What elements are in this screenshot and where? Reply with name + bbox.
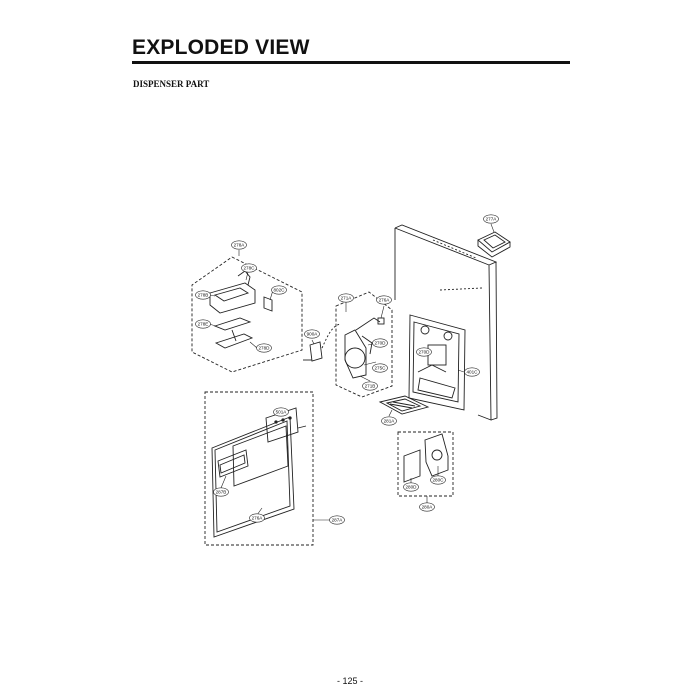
page-title: EXPLODED VIEW bbox=[132, 36, 310, 59]
svg-text:278B: 278B bbox=[198, 293, 209, 298]
svg-text:271B: 271B bbox=[365, 384, 376, 389]
svg-text:802C: 802C bbox=[274, 288, 286, 293]
part-label-278a: 278A bbox=[231, 240, 247, 250]
group-278a-outline bbox=[191, 256, 303, 373]
group-271a-parts bbox=[344, 317, 385, 379]
part-label-501a: 501A bbox=[273, 407, 289, 417]
part-label-271a: 271A bbox=[338, 293, 354, 303]
part-label-278b: 278B bbox=[195, 290, 211, 300]
svg-text:900A: 900A bbox=[307, 332, 319, 337]
svg-text:277A: 277A bbox=[486, 217, 498, 222]
svg-text:280D: 280D bbox=[406, 485, 418, 490]
svg-text:280A: 280A bbox=[422, 505, 434, 510]
part-label-281a: 281A bbox=[381, 416, 397, 426]
part-label-276a: 276A bbox=[249, 513, 265, 523]
svg-text:287A: 287A bbox=[332, 518, 344, 523]
title-rule bbox=[132, 61, 570, 64]
svg-text:276A: 276A bbox=[252, 516, 264, 521]
page-number: - 125 - bbox=[336, 676, 363, 686]
part-label-275c: 275C bbox=[372, 363, 388, 373]
group-278a-parts bbox=[209, 270, 273, 349]
part-label-271b: 271B bbox=[362, 381, 378, 391]
svg-text:501A: 501A bbox=[276, 410, 288, 415]
part-label-280c: 280C bbox=[430, 475, 446, 485]
svg-text:287B: 287B bbox=[216, 490, 227, 495]
svg-text:280C: 280C bbox=[433, 478, 445, 483]
door-panel bbox=[394, 224, 498, 421]
part-label-278e: 278E bbox=[195, 319, 211, 329]
dispenser-housing bbox=[408, 314, 466, 411]
svg-text:278D: 278D bbox=[259, 346, 271, 351]
part-label-280d: 280D bbox=[403, 482, 419, 492]
part-label-278d: 278D bbox=[256, 343, 272, 353]
svg-text:401C: 401C bbox=[467, 370, 479, 375]
part-label-276a: 276A bbox=[376, 295, 392, 305]
group-280a-parts bbox=[403, 433, 449, 483]
svg-text:270D: 270D bbox=[375, 341, 387, 346]
part-label-287a: 287A bbox=[329, 515, 345, 525]
group-287a-outline bbox=[204, 391, 314, 546]
svg-text:278A: 278A bbox=[234, 243, 246, 248]
part-label-270d: 270D bbox=[416, 347, 432, 357]
group-280a-outline bbox=[397, 431, 454, 497]
svg-text:275C: 275C bbox=[375, 366, 387, 371]
part-label-278c: 278C bbox=[241, 263, 257, 273]
svg-text:276A: 276A bbox=[379, 298, 391, 303]
group-271a-outline bbox=[335, 291, 393, 398]
part-label-287b: 287B bbox=[213, 487, 229, 497]
part-label-277a: 277A bbox=[483, 214, 499, 224]
part-label-900a: 900A bbox=[304, 329, 320, 339]
part-labels: 277A 278A 278C 802C 278B 278E 278D 271A 276A 900A… bbox=[195, 214, 499, 525]
svg-text:281A: 281A bbox=[384, 419, 396, 424]
svg-text:278E: 278E bbox=[198, 322, 209, 327]
svg-text:271A: 271A bbox=[341, 296, 353, 301]
part-label-270d: 270D bbox=[372, 338, 388, 348]
part-277a bbox=[477, 231, 511, 258]
front-cover bbox=[211, 407, 307, 538]
part-label-401c: 401C bbox=[464, 367, 480, 377]
part-281a-tray bbox=[378, 395, 430, 415]
part-900a bbox=[303, 323, 341, 362]
part-label-802c: 802C bbox=[271, 285, 287, 295]
svg-text:270D: 270D bbox=[419, 350, 431, 355]
part-label-280a: 280A bbox=[419, 502, 435, 512]
svg-text:278C: 278C bbox=[244, 266, 256, 271]
section-subtitle: DISPENSER PART bbox=[133, 79, 210, 89]
